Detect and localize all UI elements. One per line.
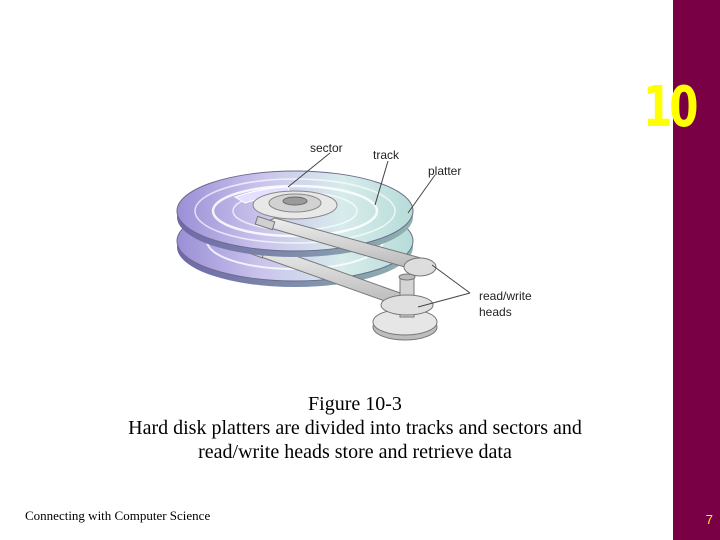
platter-label: platter <box>428 164 461 178</box>
upper-platter <box>176 170 414 257</box>
spindle <box>282 196 308 206</box>
upper-read-write-arm <box>254 215 437 277</box>
figure-caption: Figure 10-3 Hard disk platters are divid… <box>60 392 650 464</box>
page-number: 7 <box>705 512 713 527</box>
actuator-post <box>372 273 438 341</box>
caption-line-2: Hard disk platters are divided into trac… <box>128 417 582 439</box>
footer-text: Connecting with Computer Science <box>25 508 211 523</box>
heads-label-line2: heads <box>479 305 512 319</box>
sidebar-band <box>673 0 720 540</box>
heads-label-line1: read/write <box>479 289 532 303</box>
sector-label: sector <box>310 141 343 155</box>
track-label: track <box>373 148 400 162</box>
leader-lines <box>287 152 471 308</box>
caption-line-1: Figure 10-3 <box>308 393 402 415</box>
hard-disk-figure: sector track platter read/write heads <box>176 141 532 341</box>
chapter-number: 10 <box>643 75 698 140</box>
caption-line-3: read/write heads store and retrieve data <box>198 441 512 463</box>
track-ring <box>211 184 379 238</box>
